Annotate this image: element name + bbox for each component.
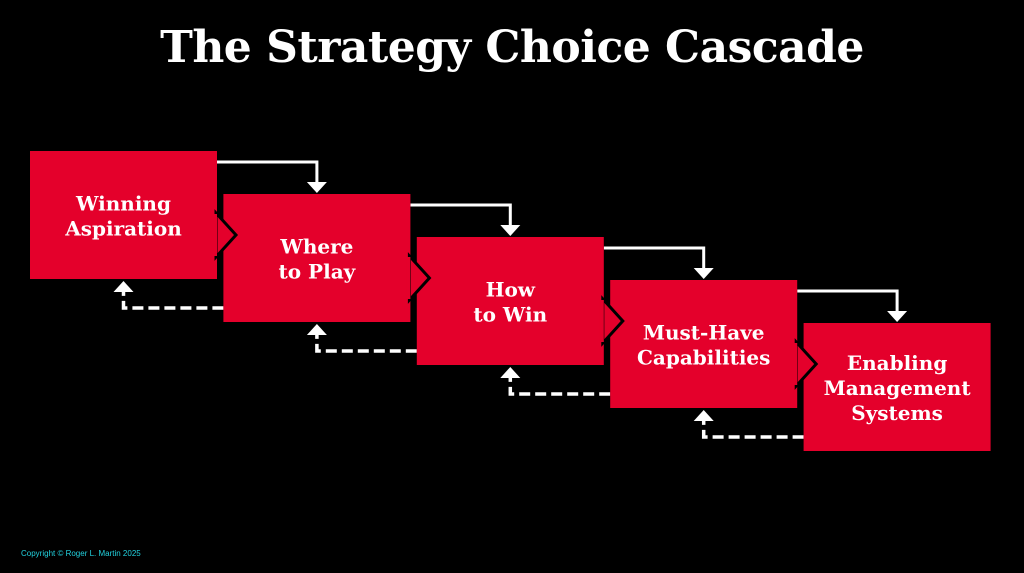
forward-arrowhead-icon (500, 225, 521, 236)
cascade-box (803, 323, 991, 451)
feedback-arrowhead-icon (306, 324, 327, 335)
chevron-tip-fill (793, 343, 798, 385)
box-label-line: Capabilities (637, 346, 770, 370)
feedback-arrowhead-icon (113, 281, 134, 292)
cascade-box (610, 280, 798, 408)
box-label-line: to Win (473, 303, 547, 327)
forward-arrowhead-icon (306, 182, 327, 193)
box-label-line: Systems (851, 401, 943, 425)
box-label-line: Winning (75, 192, 171, 216)
forward-arrowhead-icon (887, 311, 908, 322)
box-label-line: Aspiration (64, 217, 182, 241)
copyright-notice: Copyright © Roger L. Martin 2025 (21, 549, 141, 558)
feedback-arrow-line (508, 377, 611, 396)
cascade-box (416, 237, 604, 365)
box-label-line: Where (279, 235, 353, 259)
box-label-line: How (486, 278, 536, 302)
forward-arrowhead-icon (693, 268, 714, 279)
chevron-tip-fill (406, 257, 411, 299)
cascade-box (223, 194, 411, 322)
box-label-line: Management (824, 376, 972, 400)
box-label-line: Enabling (847, 351, 947, 375)
feedback-arrow-line (121, 291, 224, 310)
forward-arrow-line (603, 246, 706, 269)
box-label-line: to Play (279, 260, 357, 284)
box-label-line: Must-Have (643, 321, 765, 345)
feedback-arrowhead-icon (693, 410, 714, 421)
feedback-arrowhead-icon (500, 367, 521, 378)
cascade-box (30, 151, 217, 279)
feedback-arrow-line (701, 420, 804, 439)
forward-arrow-line (217, 160, 319, 183)
chevron-tip-fill (599, 300, 604, 342)
forward-arrow-line (797, 289, 899, 312)
page-title: The Strategy Choice Cascade (160, 22, 864, 73)
forward-arrow-line (410, 203, 512, 226)
feedback-arrow-line (315, 334, 417, 353)
chevron-tip-fill (213, 214, 217, 256)
